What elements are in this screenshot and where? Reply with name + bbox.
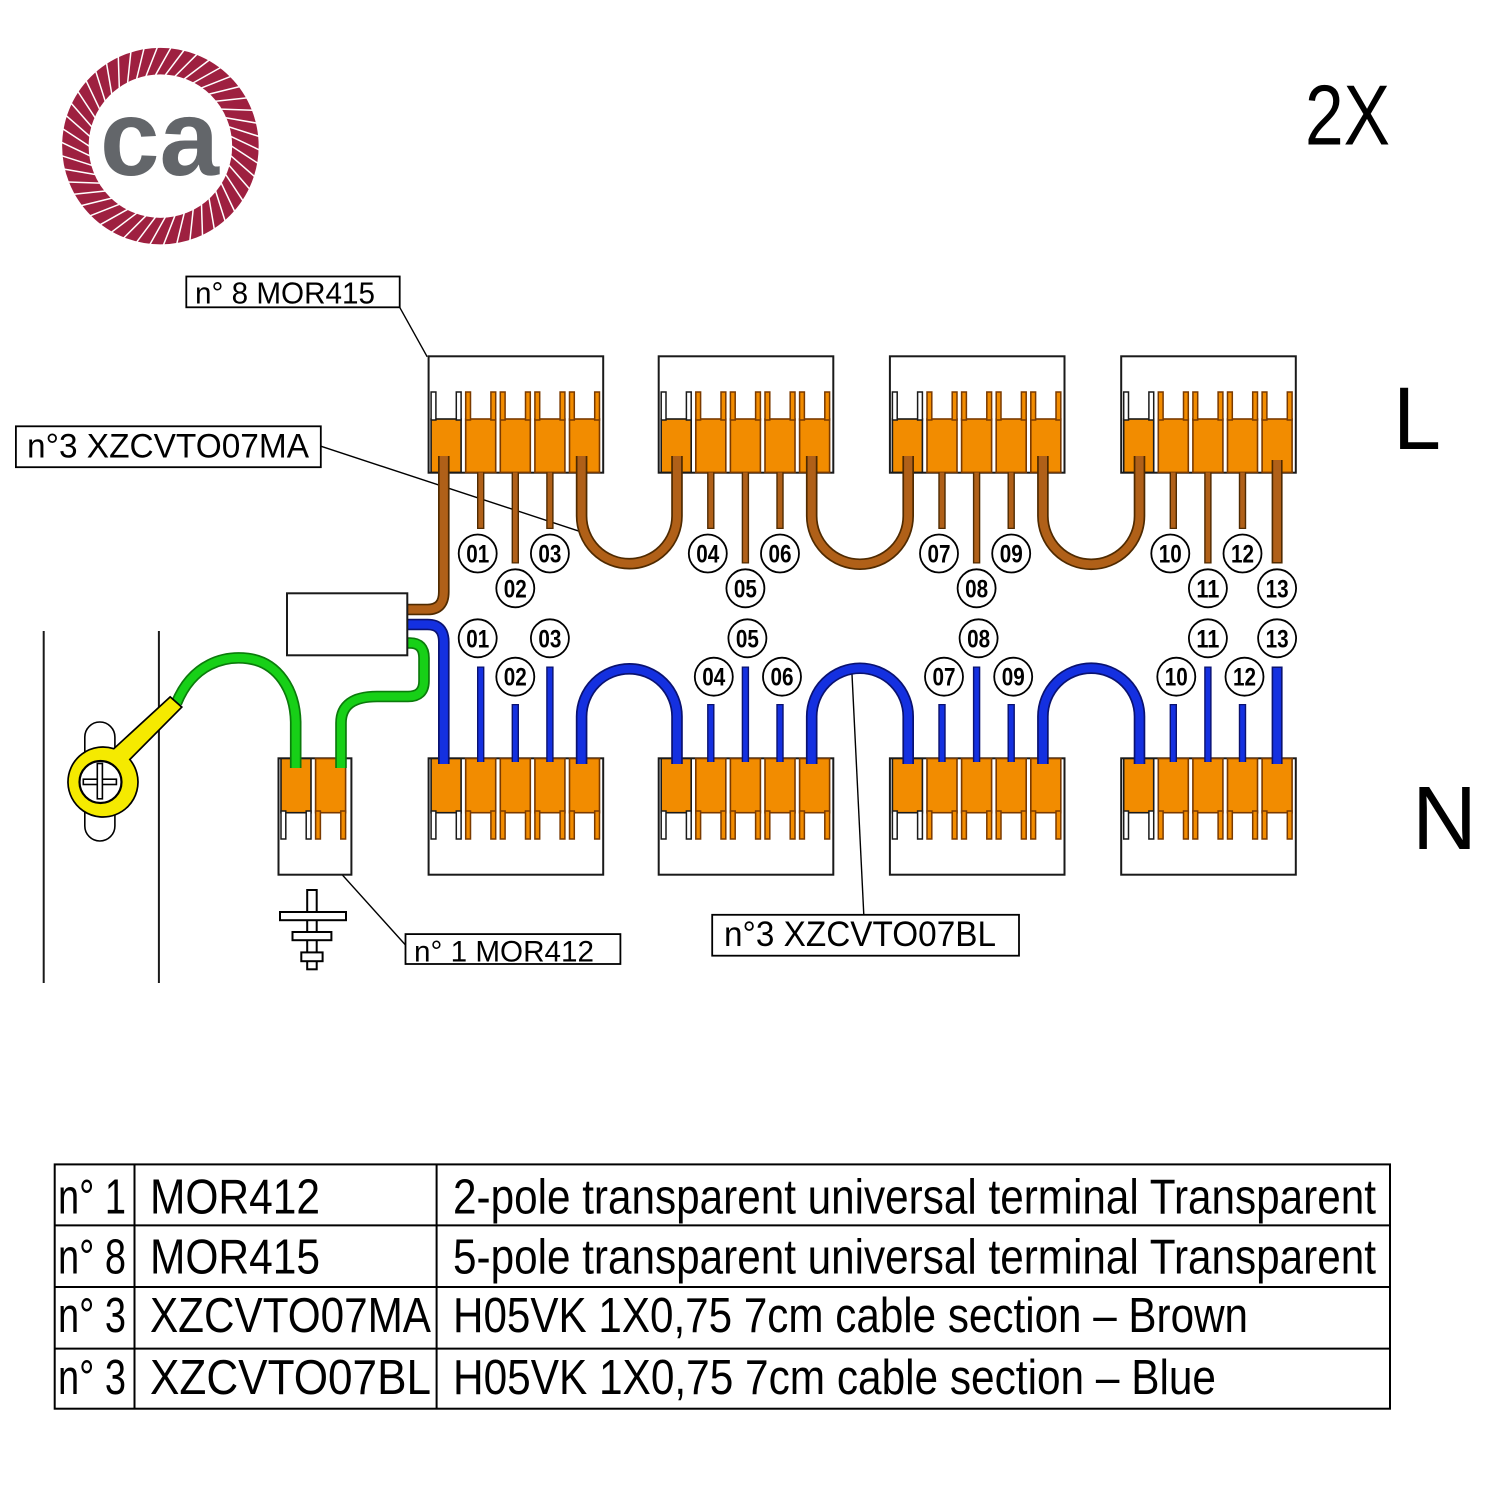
svg-text:09: 09 (1002, 664, 1025, 692)
svg-text:2X: 2X (1305, 69, 1390, 164)
svg-text:13: 13 (1266, 575, 1289, 603)
svg-text:H05VK 1X0,75 7cm cable section: H05VK 1X0,75 7cm cable section – Brown (453, 1289, 1248, 1343)
svg-text:08: 08 (965, 575, 988, 603)
svg-text:n°3 XZCVTO07MA: n°3 XZCVTO07MA (27, 428, 309, 466)
svg-text:n° 8 MOR415: n° 8 MOR415 (195, 277, 375, 311)
svg-text:n° 3: n° 3 (58, 1289, 126, 1343)
svg-text:N: N (1412, 769, 1477, 869)
svg-text:03: 03 (538, 625, 561, 653)
svg-text:06: 06 (769, 541, 792, 569)
svg-text:05: 05 (734, 575, 757, 603)
svg-text:12: 12 (1233, 664, 1256, 692)
svg-text:2-pole transparent universal t: 2-pole transparent universal terminal Tr… (453, 1170, 1376, 1224)
svg-text:n° 8: n° 8 (58, 1231, 126, 1285)
svg-text:n° 1: n° 1 (58, 1170, 126, 1224)
svg-text:11: 11 (1196, 575, 1219, 603)
svg-text:05: 05 (736, 625, 759, 653)
svg-text:07: 07 (928, 541, 951, 569)
svg-text:12: 12 (1231, 541, 1254, 569)
svg-text:01: 01 (466, 541, 489, 569)
svg-text:13: 13 (1266, 625, 1289, 653)
svg-text:08: 08 (967, 625, 990, 653)
svg-text:L: L (1393, 368, 1441, 468)
svg-text:10: 10 (1159, 541, 1182, 569)
svg-text:H05VK 1X0,75 7cm cable section: H05VK 1X0,75 7cm cable section – Blue (453, 1351, 1216, 1405)
svg-text:ca: ca (100, 77, 220, 198)
svg-text:06: 06 (771, 664, 794, 692)
svg-text:01: 01 (466, 625, 489, 653)
svg-text:04: 04 (702, 664, 725, 692)
svg-text:XZCVTO07BL: XZCVTO07BL (150, 1351, 431, 1405)
svg-text:04: 04 (696, 541, 719, 569)
svg-text:09: 09 (1000, 541, 1023, 569)
svg-text:MOR415: MOR415 (150, 1231, 320, 1285)
svg-text:07: 07 (933, 664, 956, 692)
svg-text:n° 1 MOR412: n° 1 MOR412 (414, 936, 594, 969)
svg-text:10: 10 (1165, 664, 1188, 692)
svg-text:02: 02 (504, 664, 527, 692)
svg-text:n°3 XZCVTO07BL: n°3 XZCVTO07BL (724, 914, 996, 954)
svg-text:5-pole transparent universal t: 5-pole transparent universal terminal Tr… (453, 1231, 1376, 1285)
svg-text:n° 3: n° 3 (58, 1351, 126, 1405)
svg-text:XZCVTO07MA: XZCVTO07MA (150, 1289, 431, 1343)
svg-text:02: 02 (504, 575, 527, 603)
svg-text:MOR412: MOR412 (150, 1170, 320, 1224)
svg-text:11: 11 (1196, 625, 1219, 653)
svg-text:03: 03 (538, 541, 561, 569)
